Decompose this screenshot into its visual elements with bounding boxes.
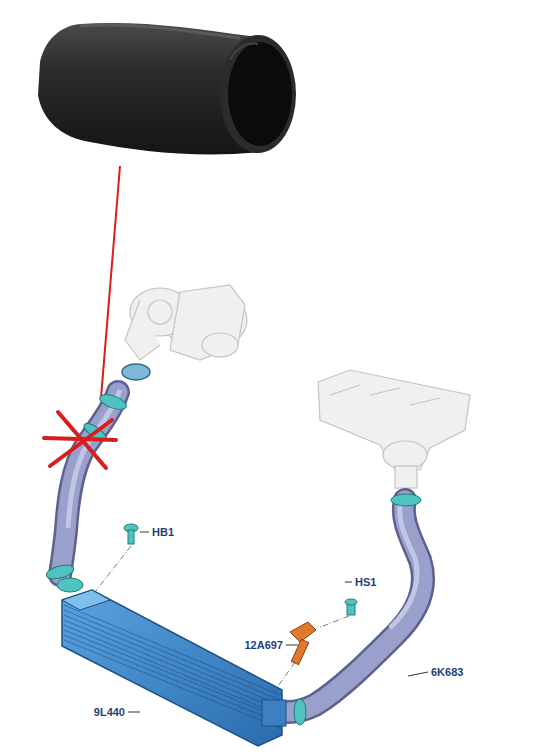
intercooler [57,578,286,746]
screw [318,599,357,628]
intake-manifold [318,370,470,488]
part-number: 12A697 [243,639,284,652]
hose-photo [38,23,296,154]
leader-line [408,672,428,676]
clamp [122,364,150,380]
cross-mark [44,412,116,468]
leader-line [286,645,298,646]
pointer-line [101,166,120,398]
part-number: HS1 [354,576,377,589]
pressure-sensor [274,622,316,692]
bolt [95,524,149,592]
leader-line [128,712,140,713]
part-number: 6K683 [430,666,464,679]
part-number: HB1 [151,526,175,539]
turbocharger [125,285,247,360]
leader-line [345,582,352,583]
intercooler-inlet-pipe [45,390,128,581]
intercooler-outlet-pipe [288,494,423,725]
part-number: 9L440 [93,706,126,719]
